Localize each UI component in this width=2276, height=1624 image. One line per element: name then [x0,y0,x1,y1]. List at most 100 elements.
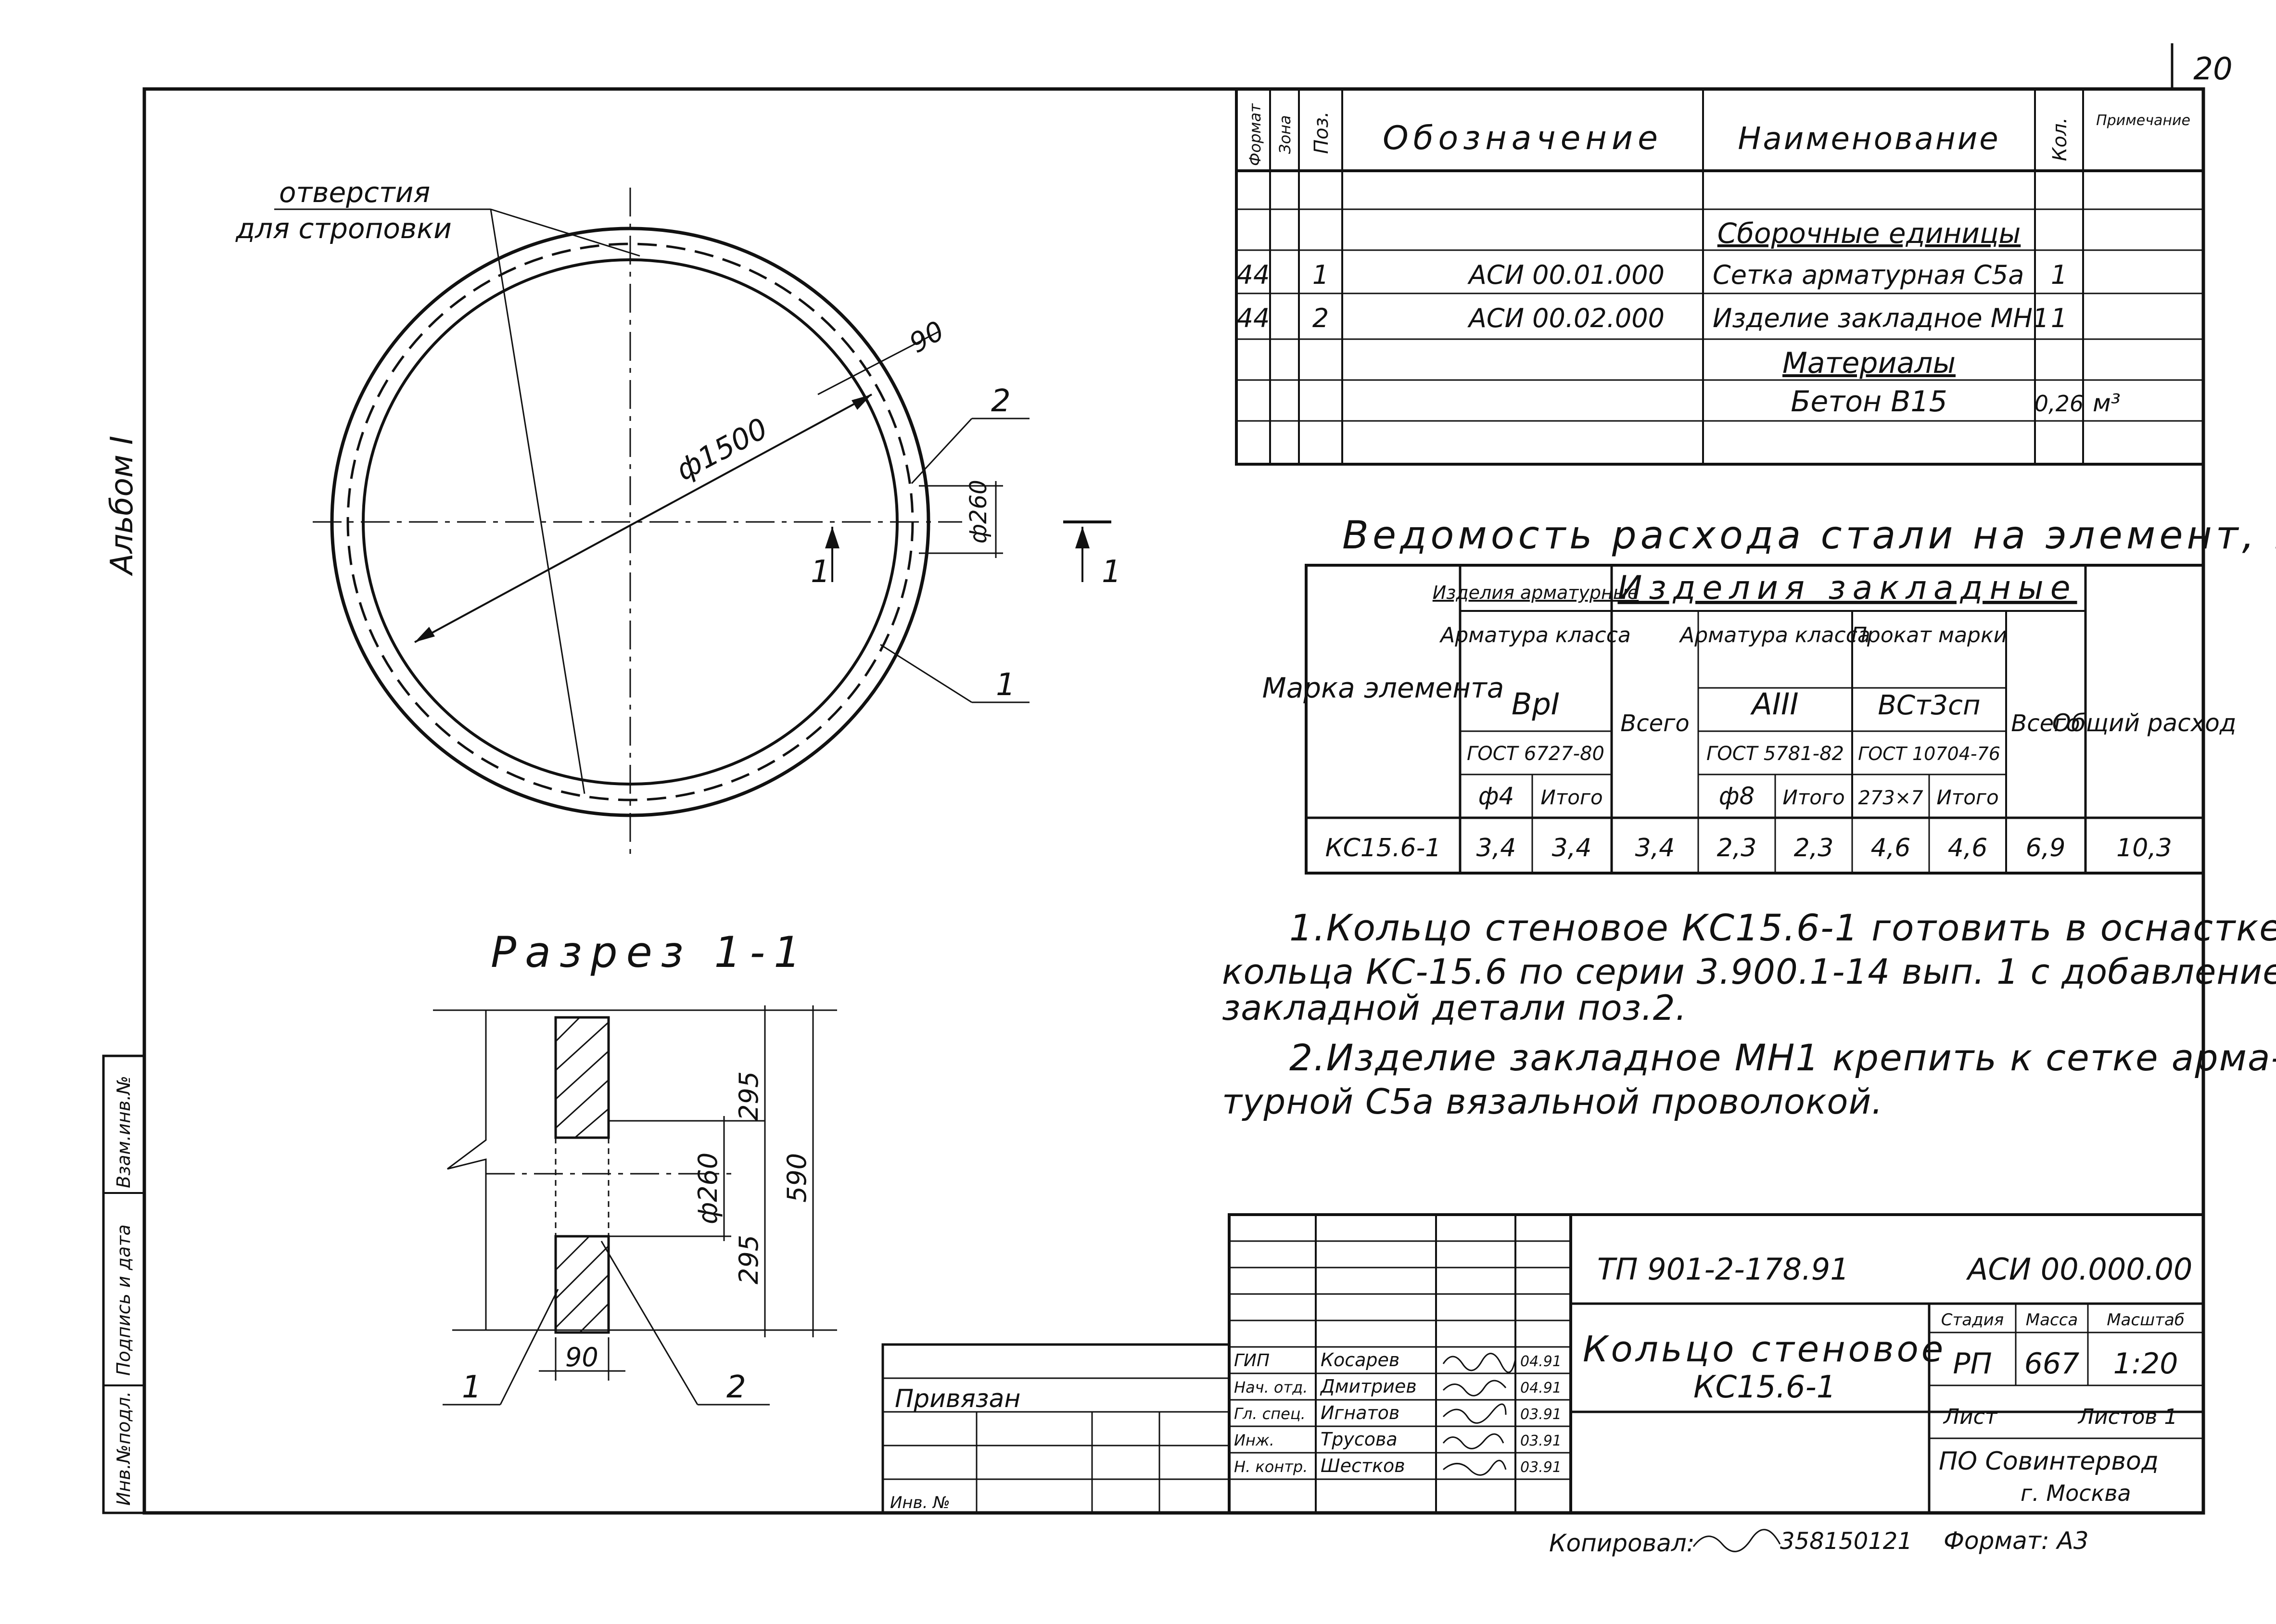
callout-1-leader [880,644,972,703]
section-callout-2: 2 [726,1370,746,1405]
steel-h-d8: ф8 [1719,782,1755,810]
spec-header-qty: Кол. [2049,117,2071,161]
section-wall-upper [554,1016,610,1139]
copied-signature [1692,1529,1781,1552]
tb-name-0: Косарев [1321,1349,1399,1370]
steel-row-a3-subtotal: 2,3 [1794,834,1834,863]
page-number: 20 [2193,51,2232,87]
tb-role-3: Инж. [1234,1431,1274,1449]
spec-row3-format: 44 [1237,303,1270,333]
steel-row-reinf-total: 3,4 [1635,834,1675,863]
steel-table-title: Ведомость расхода стали на элемент, кг [1342,513,2276,558]
steel-h-bp1: ВрI [1512,686,1560,722]
plan-callout-2: 2 [991,383,1011,419]
spec-header-note: Примечание [2096,112,2190,129]
steel-h-vst: ВСт3сп [1878,690,1980,721]
note-line-4: 2.Изделие закладное МН1 крепить к сетке … [1289,1036,2276,1079]
plan-view: ф1500 отверстия для строповки 90 2 1 ф26… [235,176,1121,856]
steel-row-bp1-subtotal: 3,4 [1552,834,1592,863]
spec-header-format: Формат [1246,103,1264,166]
tb-format-label: Формат: А3 [1944,1527,2089,1555]
section-callout-1: 1 [462,1370,482,1405]
spec-header-designation: Обозначение [1383,119,1663,157]
note-line-2: кольца КС-15.6 по серии 3.900.1-14 вып. … [1222,952,2276,992]
thickness-label: 90 [904,315,950,359]
steel-h-gost-1: ГОСТ 6727-80 [1467,743,1604,765]
note-line-5: турной С5а вязальной проволокой. [1222,1081,1883,1122]
steel-h-pipe: 273×7 [1858,787,1923,809]
tb-project-code: ТП 901-2-178.91 [1597,1252,1849,1287]
tb-date-4: 03.91 [1520,1459,1562,1476]
steel-h-total-1: Всего [1620,710,1689,737]
tb-scale: 1:20 [2113,1347,2178,1381]
tb-date-3: 03.91 [1520,1433,1562,1449]
tb-checked-label: Привязан [895,1384,1020,1413]
spec-header-name: Наименование [1738,121,2000,157]
signature-1 [1442,1380,1507,1396]
steel-h-subtotal-3: Итого [1936,786,1998,809]
steel-h-grand: Общий расход [2052,709,2237,737]
tb-name-2: Игнатов [1321,1402,1399,1423]
callout-2-leader [911,418,973,484]
signature-3 [1442,1433,1504,1449]
steel-h-total-2: Всего [2011,710,2080,737]
spec-row1-name: Сборочные единицы [1717,217,2021,250]
section-mark-left: 1 [811,554,830,590]
section-arrow-left-head [825,527,839,548]
steel-h-reinf-class-2: Арматура класса [1678,623,1870,647]
thickness-dim-line [817,331,939,395]
steel-row-pipe: 4,6 [1871,834,1911,863]
tb-role-1: Нач. отд. [1234,1378,1308,1396]
spec-row2-qty: 1 [2051,260,2067,290]
opening-label: ф260 [965,480,992,544]
tb-name-3: Трусова [1321,1429,1398,1450]
spec-row3-qty: 1 [2051,303,2067,333]
note-line-3: закладной детали поз.2. [1222,988,1687,1028]
spec-header-zone: Зона [1276,115,1294,154]
tb-mass: 667 [2024,1347,2080,1381]
tb-role-0: ГИП [1234,1351,1270,1370]
tb-date-2: 03.91 [1520,1406,1562,1423]
side-stamp-signature: Подпись и дата [113,1224,134,1376]
tb-role-2: Гл. спец. [1234,1405,1306,1423]
spec-row2-designation: АСИ 00.01.000 [1467,260,1665,290]
tb-name-4: Шестков [1321,1455,1405,1476]
spec-row2-format: 44 [1237,260,1270,290]
tb-inv-label: Инв. № [890,1493,950,1512]
tb-org-1: ПО Совинтервод [1939,1447,2159,1476]
steel-h-gost-3: ГОСТ 10704-76 [1858,743,2000,764]
tb-mass-label: Масса [2026,1310,2078,1330]
side-stamp-inv-original: Инв.№подл. [113,1391,134,1506]
spec-row3-designation: АСИ 00.02.000 [1467,303,1665,333]
tb-org-2: г. Москва [2021,1480,2131,1506]
section-title: Разрез 1-1 [491,927,809,977]
spec-row5-name: Бетон В15 [1791,385,1947,419]
tb-role-4: Н. контр. [1234,1458,1308,1476]
title-block-lines [881,1213,2205,1514]
leader-lifting-holes-1 [490,208,640,257]
steel-table [1305,564,2205,875]
spec-row3-name: Изделие закладное МН1 [1713,303,2049,333]
section-mark-right: 1 [1102,554,1121,590]
steel-row-a3-d8: 2,3 [1717,834,1757,863]
tb-copy-number: 358150121 [1780,1528,1912,1555]
steel-h-reinf-class-1: Арматура класса [1439,623,1631,647]
spec-row5-qty: 0,26 [2034,391,2084,417]
tb-doc-code: АСИ 00.000.00 [1966,1252,2192,1287]
steel-h-d4: ф4 [1478,782,1514,810]
leader-lifting-holes-2 [490,209,585,794]
tb-name-1: Дмитриев [1320,1376,1417,1397]
spec-row4-name: Материалы [1782,346,1956,380]
spec-table [1235,88,2205,466]
steel-row-embedded-total: 6,9 [2026,834,2066,863]
tb-item-name-1: Кольцо стеновое [1583,1329,1946,1370]
diameter-dimension-line [414,393,872,643]
lifting-holes-label-2: для строповки [235,212,452,245]
plan-callout-1: 1 [996,667,1016,703]
steel-h-mark: Марка элемента [1262,672,1504,704]
tb-item-name-2: КС15.6-1 [1693,1370,1836,1405]
dim-label-90: 90 [565,1342,598,1372]
dim-label-295-bottom: 295 [734,1235,764,1284]
tb-stage: РП [1953,1347,1992,1381]
